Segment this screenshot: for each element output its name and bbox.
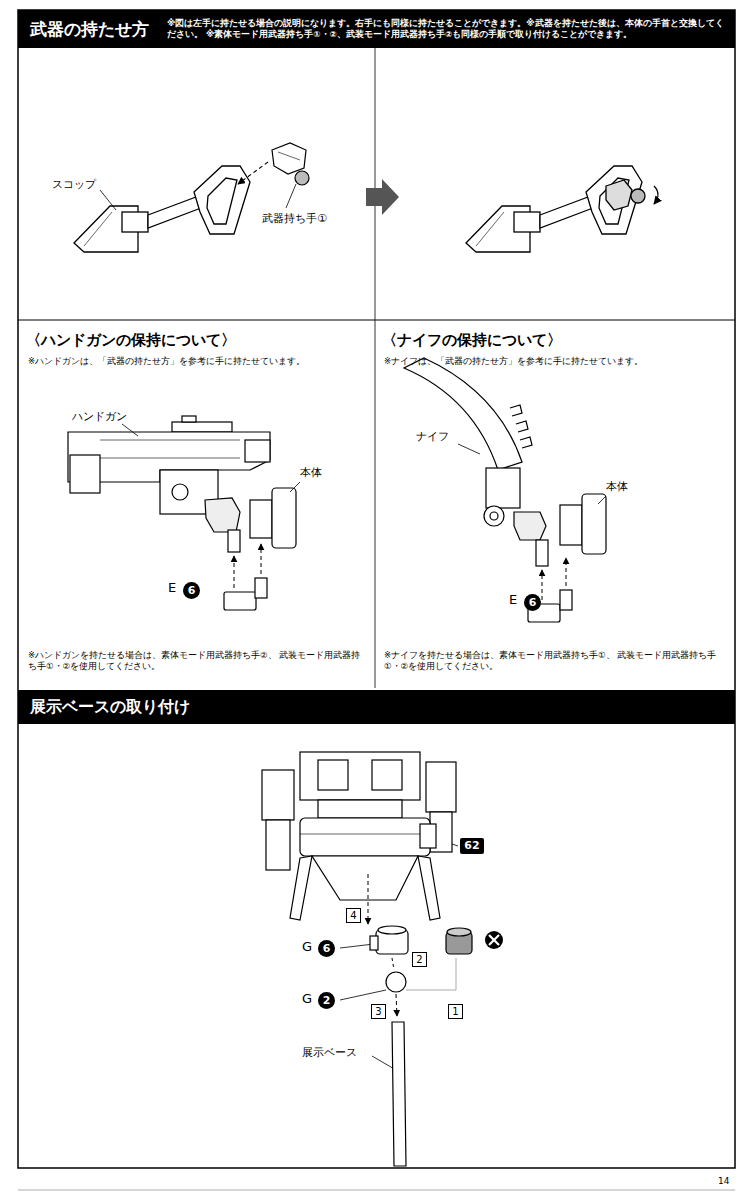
- part-name: 展示ベース: [302, 1046, 357, 1060]
- step-number: 3: [371, 1004, 386, 1019]
- section-note: ※図は左手に持たせる場合の説明になります。右手にも同様に持たせることができます。…: [167, 15, 735, 42]
- insert-arrow: [396, 994, 397, 1016]
- callout-number: 3: [375, 1006, 381, 1017]
- stand-parts-drawing: [370, 926, 472, 1166]
- part-number-circle: 6: [318, 940, 335, 957]
- hand-part-drawing: [272, 143, 309, 185]
- callout-number: 6: [188, 584, 196, 597]
- insert-arrow: [368, 874, 369, 924]
- callout-number: 1: [452, 1006, 458, 1017]
- part-letter: G: [302, 991, 312, 1008]
- shovel-drawing: [74, 166, 250, 252]
- part-name: 本体: [606, 480, 628, 494]
- part-name: ハンドガン: [72, 410, 127, 424]
- part-name: スコップ: [52, 178, 96, 192]
- step-number: 4: [346, 908, 361, 923]
- subsection-heading: 〈ハンドガンの保持について〉: [26, 331, 236, 351]
- subsection-heading: 〈ナイフの保持について〉: [382, 331, 562, 351]
- callout-number: 62: [464, 839, 479, 852]
- section-title: 展示ベースの取り付け: [18, 697, 190, 718]
- part-letter: E: [509, 592, 517, 609]
- insert-arrow: [392, 958, 394, 970]
- insert-arrow: [238, 162, 268, 184]
- callout-number: 2: [416, 954, 422, 965]
- part-number-circle: 2: [318, 992, 335, 1009]
- step-reference: 62: [460, 838, 484, 854]
- part-number-circle: 6: [524, 594, 541, 611]
- shovel-drawing: [466, 166, 658, 252]
- leader-line: [100, 184, 606, 1070]
- callout-number: 4: [350, 910, 356, 921]
- part-name: 本体: [300, 466, 322, 480]
- part-name: 武器持ち手①: [262, 212, 327, 226]
- insert-arrow: [234, 556, 235, 588]
- note: ※ナイフを持たせる場合は、素体モード用武器持ち手①、 武装モード用武器持ち手①・…: [384, 650, 729, 672]
- ng-mark: [485, 931, 503, 949]
- insert-arrow: [566, 558, 567, 586]
- section-header: 展示ベースの取り付け: [18, 690, 735, 724]
- step-arrow: [366, 179, 399, 215]
- part-name: ナイフ: [416, 430, 449, 444]
- handgun-drawing: [68, 416, 296, 610]
- page-number: 14: [718, 1176, 729, 1188]
- callout-number: 6: [529, 596, 537, 609]
- part-letter: G: [302, 939, 312, 956]
- insert-arrow: [261, 544, 262, 574]
- callout-number: 2: [323, 994, 331, 1007]
- section-title: 武器の持たせ方: [18, 18, 149, 41]
- note: ※ハンドガンは、「武器の持たせ方」を参考に手に持たせています。: [28, 356, 305, 367]
- page-frame: [18, 10, 735, 1190]
- insert-arrow: [542, 570, 543, 600]
- robot-drawing: [262, 752, 456, 920]
- callout-number: 6: [323, 942, 331, 955]
- note: ※ハンドガンを持たせる場合は、素体モード用武器持ち手②、 武装モード用武器持ち手…: [28, 650, 368, 672]
- knife-drawing: [404, 358, 606, 622]
- part-letter: E: [168, 580, 176, 597]
- part-number-circle: 6: [183, 582, 200, 599]
- section-header: 武器の持たせ方 ※図は左手に持たせる場合の説明になります。右手にも同様に持たせるこ…: [18, 10, 735, 48]
- note: ※ナイフは、「武器の持たせ方」を参考に手に持たせています。: [384, 356, 643, 367]
- step-number: 1: [448, 1004, 463, 1019]
- step-number: 2: [412, 952, 427, 967]
